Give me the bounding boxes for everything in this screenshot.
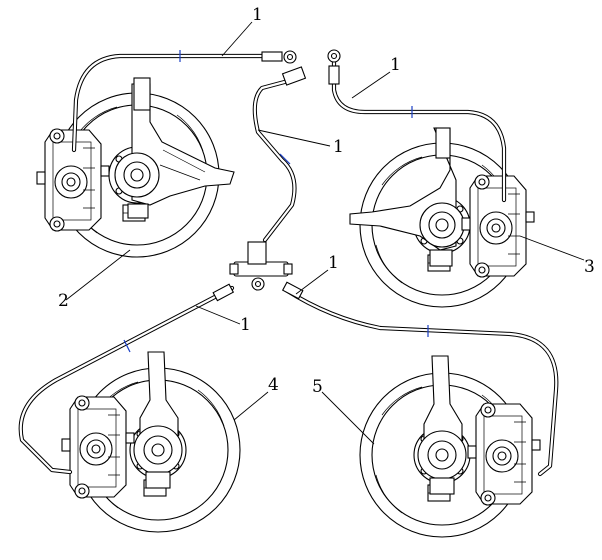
brake-tee-distributor [229,241,293,291]
callout-1-tee-right: 1 [328,253,339,273]
brake-hose-rear-left [18,283,235,475]
wheel-assembly-front-right [349,127,535,308]
wheel-assembly-rear-right [359,355,541,538]
callout-5: 5 [312,377,323,397]
callout-2: 2 [58,291,69,311]
callout-3: 3 [584,257,595,277]
callout-1-right-top: 1 [390,55,401,75]
leader-lines [65,21,585,445]
brake-hose-front-left [71,50,297,153]
brake-hose-rear-right [281,281,559,477]
callout-4: 4 [268,375,279,395]
brake-hose-main-feed [252,66,307,243]
callout-1-top: 1 [252,5,263,25]
wheel-assembly-front-left [36,77,235,258]
wheel-assembly-rear-left [61,351,241,533]
brake-hose-front-right [327,49,507,203]
callout-1-tee-left: 1 [240,315,251,335]
callout-1-center: 1 [333,137,344,157]
